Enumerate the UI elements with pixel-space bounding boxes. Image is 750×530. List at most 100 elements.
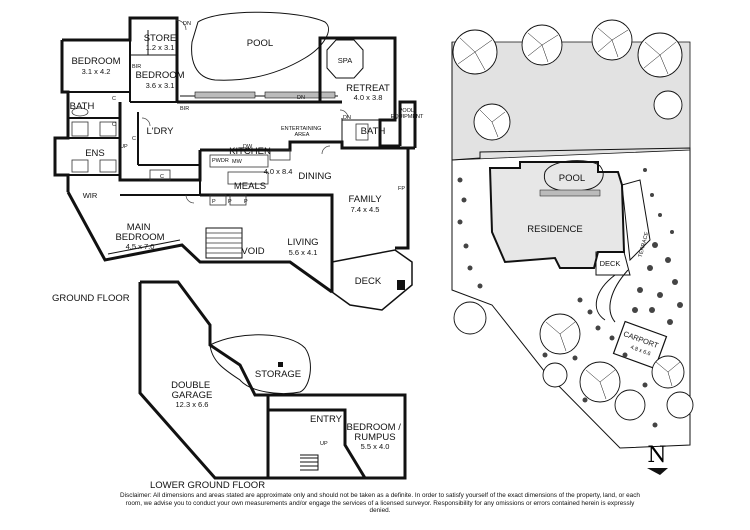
main-bedroom-line2: BEDROOM (115, 232, 164, 243)
pool-equipment-line1: POOL (399, 108, 414, 114)
garden-path-edge (609, 269, 629, 323)
entry-wall (268, 408, 367, 479)
pool-equipment-wall (398, 100, 417, 148)
room-name-main-bedroom: MAIN BEDROOM (115, 222, 164, 243)
lot-boundary (451, 42, 691, 449)
deck-post (397, 280, 405, 290)
site-label-pool: POOL (559, 173, 585, 184)
site-label-deck: DECK (600, 259, 621, 268)
main-bedroom-line1: MAIN (127, 222, 151, 233)
room-dims-store: 1.2 x 3.1 (146, 43, 175, 52)
west-wall (53, 40, 70, 192)
room-name-spa: SPA (338, 56, 352, 65)
room-dims-living: 5.6 x 4.1 (289, 248, 318, 257)
mark-up-lower: UP (320, 441, 328, 447)
lower-east-wall (268, 393, 407, 480)
garden-path (595, 274, 616, 321)
bedroom-wing-wall (62, 30, 132, 42)
site-plan (451, 19, 694, 475)
site-label-residence: RESIDENCE (527, 224, 582, 235)
room-name-retreat: RETREAT (346, 83, 390, 94)
pool-outline (191, 11, 329, 81)
room-name-pool: POOL (247, 38, 273, 49)
terrace-outline (621, 179, 651, 262)
bedroom-rumpus-line2: RUMPUS (354, 432, 395, 443)
room-name-bedroom-rumpus: BEDROOM / RUMPUS (346, 422, 403, 443)
mark-c-4: C (160, 174, 164, 180)
room-name-bedroom1: BEDROOM (71, 56, 120, 67)
room-dims-dining: 4.0 x 8.4 (264, 167, 293, 176)
mark-bir-2: BIR (180, 106, 189, 112)
upper-wing-wall (128, 16, 179, 102)
room-name-bath1: BATH (70, 101, 95, 112)
room-name-void: VOID (241, 246, 264, 257)
room-name-dining: DINING (298, 171, 331, 182)
mark-bir-1: BIR (132, 64, 141, 70)
mark-p-1: P (212, 199, 216, 205)
site-label-terrace: TERRACE (638, 231, 651, 258)
storage-column (278, 362, 283, 367)
room-name-store: STORE (144, 33, 177, 44)
deck-outline (331, 249, 413, 311)
room-name-family: FAMILY (348, 194, 382, 205)
room-name-ldry: L'DRY (147, 126, 175, 137)
ground-floor-labels: STORE 1.2 x 3.1 POOL BEDROOM 3.1 x 4.2 B… (52, 21, 424, 304)
room-dims-bedroom2: 3.6 x 3.1 (146, 81, 175, 90)
main-bedroom-window (107, 239, 181, 255)
site-trees (452, 19, 694, 421)
room-dims-main-bedroom: 4.5 x 7.0 (126, 242, 155, 251)
garage-wall (138, 280, 270, 480)
room-name-meals: MEALS (234, 181, 266, 192)
mark-c-2: C (112, 122, 116, 128)
room-name-ens: ENS (85, 148, 105, 159)
bathroom-fixtures (71, 107, 369, 181)
room-name-bath2: BATH (361, 126, 386, 137)
main-bedroom-wall (66, 191, 333, 294)
bedroom-rumpus-line1: BEDROOM / (346, 422, 401, 433)
room-dims-retreat: 4.0 x 3.8 (354, 93, 383, 102)
room-name-wir: WIR (83, 191, 98, 200)
kitchen-benches (209, 149, 291, 206)
north-arrow (647, 468, 668, 475)
retreat-wall (318, 36, 400, 148)
door-swings (141, 19, 349, 204)
mark-pool-equipment: POOL EQUIPMENT (391, 108, 424, 120)
mark-up: UP (120, 144, 128, 150)
ground-floor-caption: GROUND FLOOR (52, 293, 130, 304)
mark-dn-store: DN (183, 21, 191, 27)
lower-ground-floor-plan (138, 280, 407, 480)
north-label: N (647, 443, 666, 468)
mark-fp: FP (398, 186, 405, 192)
lower-ground-floor-caption: LOWER GROUND FLOOR (150, 480, 265, 491)
room-dims-family: 7.4 x 4.5 (351, 205, 380, 214)
room-dims-bedroom-rumpus: 5.5 x 4.0 (361, 442, 390, 451)
mark-dn-retreat: DN (343, 115, 351, 121)
disclaimer-text: Disclaimer: All dimensions and areas sta… (120, 492, 640, 515)
family-east-wall (395, 146, 415, 250)
mark-mw: MW (232, 159, 243, 165)
pool-equipment-line2: EQUIPMENT (391, 114, 424, 120)
room-dims-double-garage: 12.3 x 6.6 (176, 400, 209, 409)
double-garage-line1: DOUBLE (171, 380, 210, 391)
ground-floor-partitions (62, 30, 201, 195)
mark-p-3: P (244, 199, 248, 205)
site-pool-deck (539, 189, 601, 197)
lower-ground-floor-labels: STORAGE DOUBLE GARAGE 12.3 x 6.6 ENTRY B… (150, 369, 403, 491)
ground-floor-plan (53, 11, 417, 311)
stair (205, 227, 243, 259)
mark-dw: DW (243, 144, 253, 150)
mark-pwdr: PWDR (212, 158, 229, 164)
room-name-deck: DECK (355, 276, 382, 287)
patio-windows (194, 91, 336, 99)
mark-entertaining: ENTERTAINING AREA (281, 126, 323, 138)
room-name-entry: ENTRY (310, 414, 343, 425)
entertaining-line2: AREA (295, 132, 310, 138)
mark-c-1: C (112, 96, 116, 102)
mark-c-3: C (132, 136, 136, 142)
site-deck-outline (595, 251, 631, 276)
spa-outline (326, 39, 364, 79)
room-name-living: LIVING (287, 237, 318, 248)
double-garage-line2: GARAGE (172, 390, 213, 401)
site-shrubs (457, 168, 683, 428)
